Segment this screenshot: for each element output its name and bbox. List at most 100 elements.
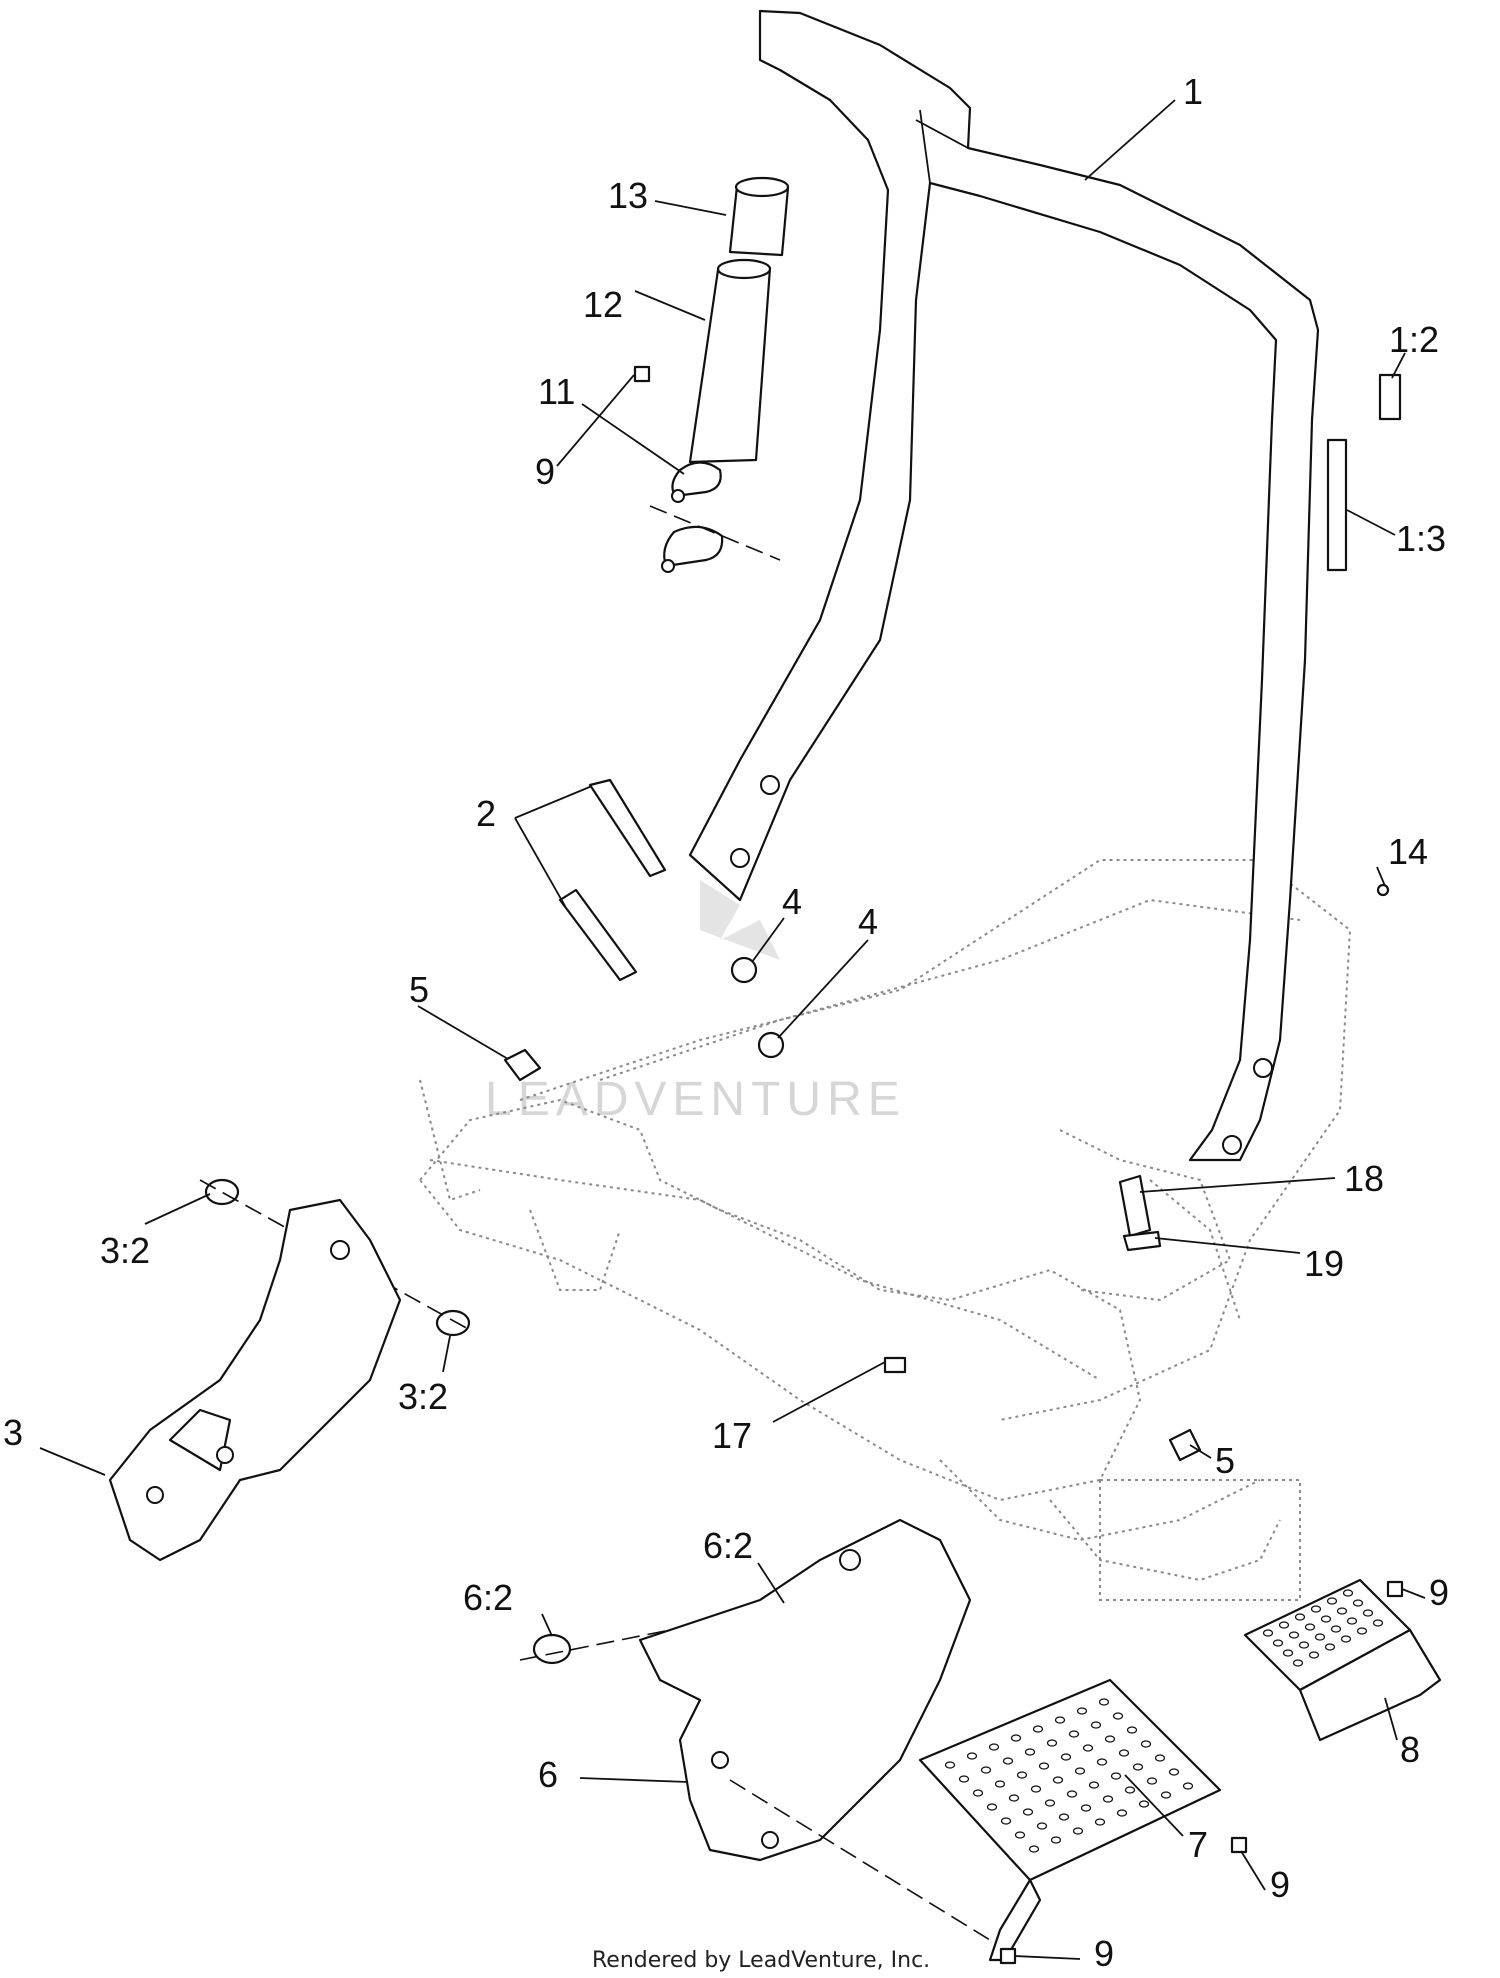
perforation-hole [1324,1643,1336,1651]
tube-clamps [661,461,724,573]
perforation-hole [1076,1707,1088,1715]
perforation-hole [1090,1721,1102,1729]
nuts [730,956,785,1059]
perforation-hole [1074,1767,1086,1775]
perforation-hole [1154,1754,1166,1762]
callout-5-lower: 5 [1215,1440,1235,1481]
perforation-hole [1168,1768,1180,1776]
bolt-9-clamp [633,365,651,383]
callout-3: 3 [3,1412,23,1453]
callout-8: 8 [1400,1729,1420,1770]
perforation-hole [1008,1794,1020,1802]
perforation-hole [1138,1800,1150,1808]
perforation-hole [1094,1818,1106,1826]
perforation-hole [1346,1617,1358,1625]
perforation-hole [1304,1623,1316,1631]
callout-14: 14 [1388,831,1428,872]
perforation-hole [1160,1791,1172,1799]
perforation-hole [1082,1744,1094,1752]
perforation-hole [1314,1633,1326,1641]
perforation-hole [994,1780,1006,1788]
callout-5-upper: 5 [409,969,429,1010]
callout-9-plate: 9 [1270,1864,1290,1905]
perforation-hole [1126,1726,1138,1734]
foot-plate-7 [918,1678,1222,1962]
callout-9-bottom: 9 [1094,1933,1114,1974]
bolt-9-step [1386,1580,1404,1598]
perforation-hole [1032,1725,1044,1733]
perforation-hole [1022,1808,1034,1816]
perforation-hole [958,1775,970,1783]
perforation-hole [1330,1625,1342,1633]
callout-13: 13 [608,175,648,216]
perforation-hole [1292,1659,1304,1667]
perforation-hole [1272,1639,1284,1647]
perforation-hole [1010,1734,1022,1742]
bolt-9-bottom [999,1947,1017,1965]
callout-3-2-right: 3:2 [398,1376,448,1417]
perforation-hole [988,1743,1000,1751]
perforation-hole [1132,1763,1144,1771]
perforation-hole [944,1761,956,1769]
callout-4-upper: 4 [782,881,802,922]
perforation-hole [1362,1609,1374,1617]
manual-tube [688,258,772,464]
perforation-hole [1046,1739,1058,1747]
callout-6-2-left: 6:2 [463,1577,513,1618]
perforation-hole [1104,1735,1116,1743]
fastener-14 [1376,883,1390,897]
callout-9-step: 9 [1429,1572,1449,1613]
perforation-hole [1024,1748,1036,1756]
perforation-hole [1116,1809,1128,1817]
bushings-3-2 [204,1178,471,1337]
frame-casting-3 [108,1198,402,1562]
perforation-hole [1002,1757,1014,1765]
callout-4-lower: 4 [858,901,878,942]
bolt-9-plate [1230,1836,1248,1854]
perforation-hole [1016,1771,1028,1779]
perforation-hole [1080,1804,1092,1812]
perforation-hole [1288,1631,1300,1639]
perforation-hole [1058,1813,1070,1821]
perforation-hole [1342,1589,1354,1597]
perforation-hole [972,1789,984,1797]
perforation-hole [1030,1785,1042,1793]
perforation-hole [1088,1781,1100,1789]
perforation-hole [966,1752,978,1760]
perforation-hole [1044,1799,1056,1807]
bracket-18-19 [1118,1174,1162,1252]
perforation-hole [1000,1817,1012,1825]
perforation-hole [1060,1753,1072,1761]
perforation-hole [1066,1790,1078,1798]
callout-2: 2 [476,793,496,834]
perforation-hole [1140,1740,1152,1748]
perforation-hole [1308,1651,1320,1659]
perforation-hole [1118,1749,1130,1757]
perforation-hole [1102,1795,1114,1803]
callout-3-2-left: 3:2 [100,1230,150,1271]
step-plate-8 [1243,1578,1442,1742]
perforation-hole [1372,1619,1384,1627]
main-frame [418,859,1352,1601]
callout-12: 12 [583,284,623,325]
frame-casting-6 [638,1518,972,1862]
callout-1-3: 1:3 [1396,518,1446,559]
watermark-text: LEADVENTURE [485,1073,906,1126]
perforation-hole [986,1803,998,1811]
footer-credit: Rendered by LeadVenture, Inc. [592,1948,930,1973]
perforation-hole [1310,1605,1322,1613]
callout-9-clamp: 9 [535,451,555,492]
perforation-hole [1038,1762,1050,1770]
callout-1: 1 [1183,71,1203,112]
perforation-hole [1298,1641,1310,1649]
rops-bar [688,9,1320,1162]
perforation-hole [1352,1599,1364,1607]
perforation-hole [980,1766,992,1774]
callout-labels: 1 1:2 1:3 2 3 3:2 3:2 4 4 5 5 6 6:2 6:2 … [3,71,1449,1974]
perforation-hole [1096,1758,1108,1766]
perforation-hole [1050,1836,1062,1844]
callout-18: 18 [1344,1158,1384,1199]
leader-lines [39,99,1426,1960]
perforation-hole [1336,1607,1348,1615]
